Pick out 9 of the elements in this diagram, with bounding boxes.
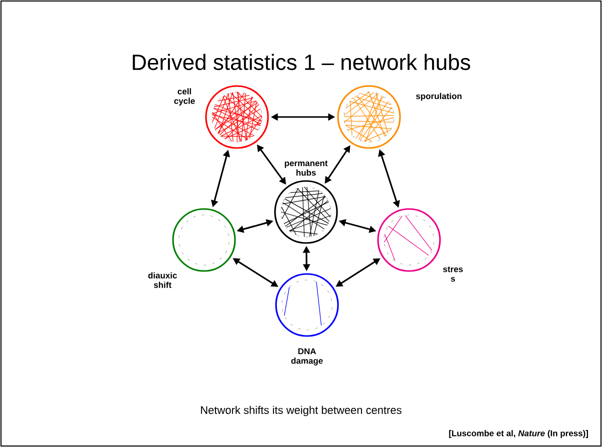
node-label: diauxic shift: [148, 272, 177, 288]
caption: Network shifts its weight between centres: [201, 406, 402, 416]
title: Derived statistics 1 – network hubs: [132, 54, 470, 70]
citation: [Luscombe et al, Nature (In press)]: [449, 430, 588, 438]
node-label: cell cycle: [174, 88, 195, 106]
node-label: stres s: [443, 266, 463, 282]
node-label: permanent hubs: [284, 160, 328, 176]
node-label: DNA damage: [291, 348, 323, 366]
node-label: sporulation: [416, 92, 462, 101]
